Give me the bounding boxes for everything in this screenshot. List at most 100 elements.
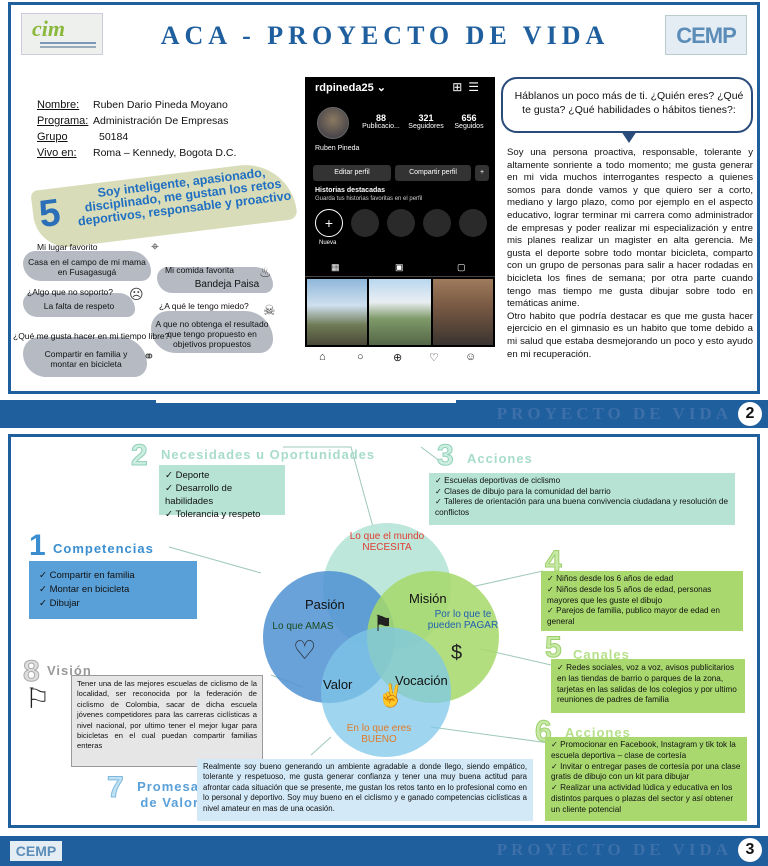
home-icon[interactable]: ⌂ (319, 351, 326, 363)
section-6-title: Acciones (565, 725, 631, 740)
need-item: Tolerancia y respeto (165, 508, 279, 521)
reels-tab-icon[interactable]: ▣ (395, 262, 404, 272)
section-5-title: Canales (573, 647, 630, 662)
page-separator-3: CEMP PROYECTO DE VIDA 3 (0, 836, 768, 866)
cim-logo-text: cim (32, 16, 65, 41)
bottom-nav: ⌂ ○ ⊕ ♡ ☺ (305, 347, 495, 369)
channel-item: Redes sociales, voz a voz, avisos public… (557, 663, 739, 706)
info-row-location: Vivo en:Roma – Kennedy, Bogota D.C. (37, 147, 237, 159)
header-icons: ⊞☰ (452, 80, 485, 94)
competence-item: Dibujar (39, 597, 187, 611)
section-1-box: Compartir en familia Montar en bicicleta… (29, 561, 197, 619)
favorite-food-answer: Bandeja Paisa (194, 279, 260, 290)
grid-tab-icon[interactable]: ▦ (331, 262, 340, 272)
free-time-bubble (23, 337, 147, 377)
section-2-number: 2 (131, 439, 149, 473)
ghost-icon: ☠ (263, 302, 276, 318)
segment-item: Niños desde los 5 años de edad, personas… (547, 585, 737, 607)
venn-good-at-label: En lo que eres BUENO (346, 723, 412, 745)
avatar (317, 107, 349, 139)
competence-item: Compartir en familia (39, 569, 187, 583)
action-item: Invitar o entregar pases de cortesía por… (551, 762, 741, 784)
profile-handle: rdpineda25 ⌄ (315, 82, 386, 94)
favorite-place-bubble (23, 251, 151, 281)
dislike-answer: La falta de respeto (43, 301, 115, 311)
add-post-icon[interactable]: ⊕ (393, 352, 403, 364)
need-item: Deporte (165, 469, 279, 482)
info-row-program: Programa:Administración De Empresas (37, 115, 229, 127)
profile-name: Ruben Pineda (315, 145, 360, 152)
action-item: Clases de dibujo para la comunidad del b… (435, 487, 729, 498)
money-icon: $ (451, 642, 463, 664)
location-pin-icon: ⌖ (151, 238, 159, 254)
section-3-title: Acciones (467, 451, 533, 466)
question-bubble: Háblanos un poco más de ti. ¿Quién eres?… (501, 77, 753, 143)
page-number-3: 3 (738, 838, 762, 862)
cemp-logo: CEMP (10, 841, 62, 861)
section-4-box: Niños desde los 6 años de edad Niños des… (541, 571, 743, 631)
traits-banner: 5 Soy inteligente, apasionado, disciplin… (30, 159, 298, 251)
student-info: Nombre:Ruben Dario Pineda Moyano Program… (37, 97, 236, 161)
fear-question: ¿A qué le tengo miedo? (159, 301, 249, 311)
flag-climber-icon: ⚐ (25, 683, 51, 714)
highlight-placeholder (423, 209, 451, 237)
value-promise-text: Realmente soy bueno generando un ambient… (203, 762, 527, 813)
vision-text: Tener una de las mejores escuelas de cic… (77, 679, 257, 751)
free-time-answer: Compartir en familia y montar en bicicle… (44, 349, 128, 369)
search-icon[interactable]: ○ (357, 351, 364, 363)
section-3-box: Escuelas deportivas de ciclismo Clases d… (429, 473, 735, 525)
venn-world-needs-label: Lo que el mundo NECESITA (349, 531, 425, 553)
section-2-title: Necesidades u Oportunidades (161, 447, 376, 462)
about-text: Soy una persona proactiva, responsable, … (507, 147, 753, 361)
food-icon: ♨ (259, 264, 272, 280)
fear-answer: A que no obtenga el resultado que tengo … (155, 319, 269, 349)
page-separator-2: PROYECTO DE VIDA 2 (0, 400, 768, 428)
venn-value-label: Valor (323, 677, 353, 692)
edit-profile-button[interactable]: Editar perfil (313, 165, 391, 181)
add-person-icon[interactable]: + (475, 165, 489, 181)
segment-item: Niños desde los 6 años de edad (547, 574, 737, 585)
post-photo-building[interactable] (369, 279, 431, 345)
dislike-question: ¿Algo que no soporto? (27, 287, 114, 297)
profile-icon[interactable]: ☺ (465, 351, 477, 363)
venn-mission-label: Misión (409, 591, 447, 606)
page-1: cim ACA - PROYECTO DE VIDA CEMP Nombre:R… (8, 2, 760, 394)
thumbs-up-icon: ✌ (377, 683, 405, 708)
venn-passion-label: Pasión (305, 597, 345, 612)
section-7-title: Promesa de Valor (137, 779, 199, 810)
highlight-placeholder (387, 209, 415, 237)
action-item: Escuelas deportivas de ciclismo (435, 476, 729, 487)
section-8-number: 8 (23, 655, 41, 689)
profile-tabs: ▦ ▣ ▢ (305, 261, 495, 277)
heart-icon[interactable]: ♡ (429, 352, 439, 364)
about-paragraph-2: Otro habito que podría destacar es que m… (507, 310, 753, 360)
new-highlight-button[interactable]: + (315, 209, 343, 237)
post-photo-cyclist[interactable] (307, 279, 367, 345)
cim-logo: cim (21, 13, 103, 55)
favorite-place-question: Mi lugar favorito (37, 242, 98, 252)
venn-paid-label: Por lo que te pueden PAGAR (427, 609, 499, 631)
page-title: ACA - PROYECTO DE VIDA (160, 21, 610, 50)
free-time-question: ¿Qué me gusta hacer en mi tiempo libre? (13, 331, 170, 341)
share-profile-button[interactable]: Compartir perfil (395, 165, 471, 181)
favorite-food-bubble (157, 267, 273, 293)
page-number-2: 2 (738, 402, 762, 426)
favorite-food-question: Mi comida favorita (165, 265, 234, 275)
highlights-title: Historias destacadas (315, 187, 386, 194)
section-2-box: Deporte Desarrollo de habilidades Tolera… (159, 465, 285, 520)
highlight-placeholder (351, 209, 379, 237)
mountain-flag-icon: ⚑ (373, 611, 393, 636)
section-5-box: Redes sociales, voz a voz, avisos public… (551, 659, 745, 713)
tagged-tab-icon[interactable]: ▢ (457, 262, 466, 272)
post-photo-group[interactable] (433, 279, 493, 345)
fear-bubble (151, 311, 273, 353)
favorite-place-answer: Casa en el campo de mi mama en Fusagasug… (28, 257, 146, 277)
cemp-logo: CEMP (665, 15, 747, 55)
heart-icon: ♡ (293, 635, 317, 665)
highlight-placeholder (459, 209, 487, 237)
need-item: Desarrollo de habilidades (165, 482, 279, 508)
